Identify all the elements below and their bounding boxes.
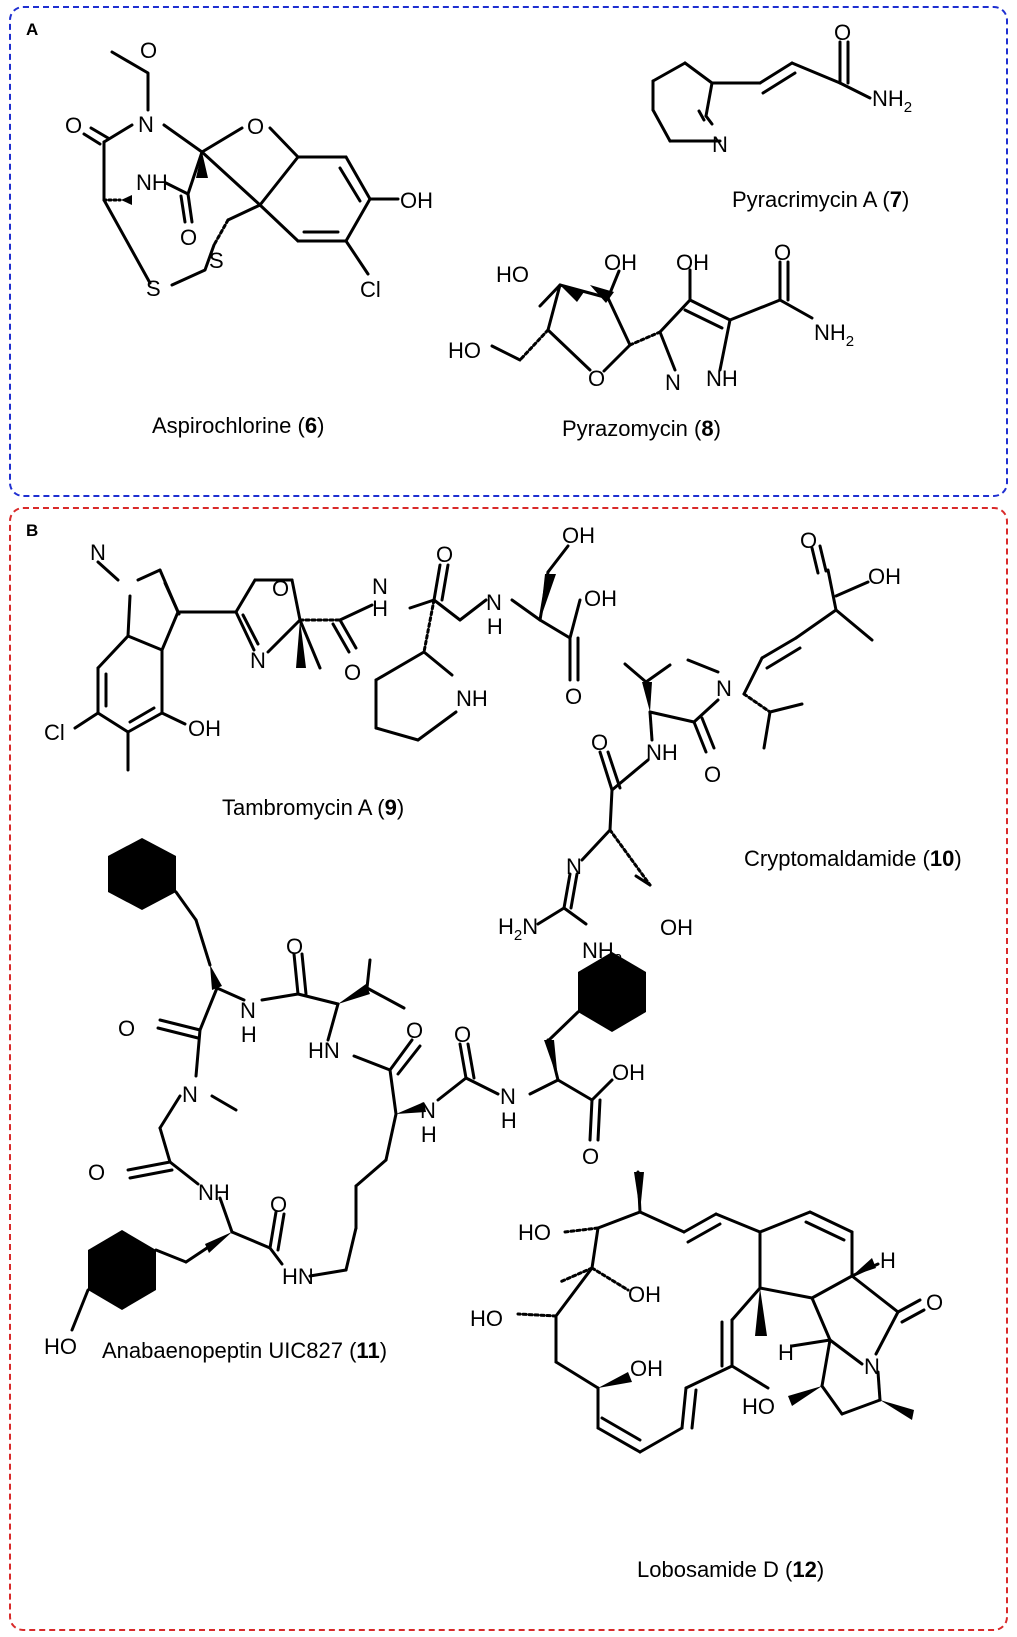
atom-O-label: O [270,1192,287,1217]
atom-OH-label: OH [612,1060,645,1085]
structure-pyrazomycin: HO OH HO O OH N NH O NH2 [448,240,854,395]
atom-HO-label: HO [44,1334,77,1359]
atom-HO-label: HO [518,1220,551,1245]
atom-O-label: O [140,38,157,63]
structure-aspirochlorine: O N O NH O O S S OH Cl [65,38,433,302]
atom-OH-label: OH [604,250,637,275]
atom-HO-label: HO [742,1394,775,1419]
atom-N-label: N [566,854,582,879]
caption-pyracrimycin-a: Pyracrimycin A (7) [732,187,910,212]
atom-NH2-label: NH2 [872,86,912,116]
atom-OH-label: OH [562,523,595,548]
atom-OH-label: OH [584,586,617,611]
atom-NH-label: NH [136,170,168,195]
atom-O-label: O [591,730,608,755]
atom-O-label: O [344,660,361,685]
atom-O-label: O [704,762,721,787]
atom-OH-label: OH [400,188,433,213]
atom-OH-label: OH [630,1356,663,1381]
atom-HN-label: HN [308,1038,340,1063]
atom-HO-label: HO [496,262,529,287]
atom-O-label: O [774,240,791,265]
atom-N-label: N [90,540,106,565]
atom-NH2-label: NH2 [814,320,854,350]
atom-N-label: N [665,370,681,395]
atom-O-label: O [65,113,82,138]
atom-O-label: O [247,114,264,139]
atom-Cl-label: Cl [360,277,381,302]
atom-O-label: O [88,1160,105,1185]
atom-O-label: O [588,366,605,391]
atom-N-label: N [182,1082,198,1107]
atom-O-label: O [436,542,453,567]
atom-O-label: O [926,1290,943,1315]
caption-anabaenopeptin: Anabaenopeptin UIC827 (11) [102,1338,388,1363]
atom-OH-label: OH [868,564,901,589]
atom-Cl-label: Cl [44,720,65,745]
atom-N-label: N [138,112,154,137]
atom-HN-label: HN [282,1264,314,1289]
atom-HO-label: HO [470,1306,503,1331]
atom-N-label: N [716,676,732,701]
atom-HO-label: HO [448,338,481,363]
caption-aspirochlorine: Aspirochlorine (6) [152,413,325,438]
atom-OH-label: OH [188,716,221,741]
atom-NH-label: NH [646,740,678,765]
caption-tambromycin-a: Tambromycin A (9) [222,795,405,820]
atom-O-label: O [582,1144,599,1169]
atom-OH-label: OH [660,915,693,940]
atom-O-label: O [565,684,582,709]
atom-H-label: H [880,1248,896,1273]
atom-H-label: H [778,1340,794,1365]
atom-O-label: O [180,225,197,250]
atom-NH-label: NH [706,366,738,391]
panel-b-letter: B [26,521,39,540]
atom-N-label: N [712,132,728,157]
atom-H2N-label: H2N [498,914,538,944]
atom-S-label: S [146,276,161,301]
atom-O-label: O [286,934,303,959]
atom-NH-label: NH [198,1180,230,1205]
atom-N-label: N [864,1354,880,1379]
structure-pyracrimycin-a: N O NH2 [651,20,912,157]
atom-O-label: O [800,528,817,553]
caption-cryptomaldamide: Cryptomaldamide (10) [744,846,962,871]
atom-OH-label: OH [676,250,709,275]
caption-pyrazomycin: Pyrazomycin (8) [562,416,721,441]
atom-O-label: O [118,1016,135,1041]
atom-N-label: N [250,648,266,673]
atom-OH-label: OH [628,1282,661,1307]
panel-b [9,507,1008,1631]
caption-lobosamide-d: Lobosamide D (12) [637,1557,825,1582]
atom-NH-label: NH [456,686,488,711]
atom-S-label: S [209,248,224,273]
panel-a [9,6,1008,497]
atom-O-label: O [272,576,289,601]
atom-HN-label: HN [372,574,388,621]
structure-cryptomaldamide: O OH N O NH O N H2N NH2 OH [498,528,901,968]
panel-a-letter: A [26,20,39,39]
structure-lobosamide-d: HO HO OH OH H H O N HO [470,1170,943,1454]
atom-O-label: O [834,20,851,45]
atom-O-label: O [406,1018,423,1043]
atom-O-label: O [454,1022,471,1047]
